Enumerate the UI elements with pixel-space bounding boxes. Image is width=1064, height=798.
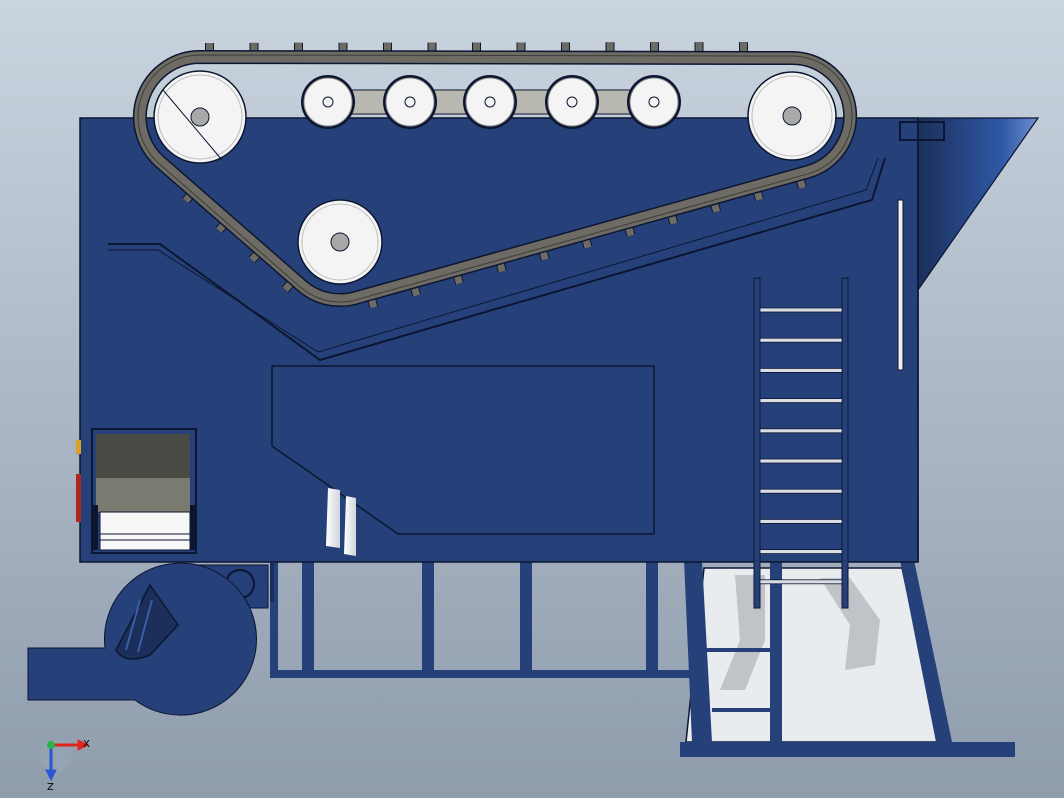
idler-roller bbox=[463, 75, 517, 129]
fan-housing-icon bbox=[27, 562, 269, 716]
drive-sprocket bbox=[153, 70, 247, 164]
triad-z-label: Z bbox=[47, 782, 54, 793]
ladder-rung bbox=[759, 428, 843, 434]
ladder-rung bbox=[759, 549, 843, 554]
tension-pulley bbox=[297, 199, 383, 285]
idler-roller bbox=[545, 75, 599, 129]
idler-roller bbox=[383, 75, 437, 129]
machine-body bbox=[76, 117, 1040, 602]
ladder-rung bbox=[759, 367, 843, 373]
ladder-rung bbox=[759, 398, 843, 404]
triad-x-label: X bbox=[83, 739, 90, 750]
idler-roller bbox=[301, 75, 355, 129]
conveyor-belt bbox=[134, 51, 856, 306]
idler-roller bbox=[627, 75, 681, 129]
sight-glass bbox=[326, 488, 340, 548]
support-frame bbox=[270, 560, 906, 678]
ladder-rung bbox=[759, 488, 843, 494]
conveyor-belt-line bbox=[137, 54, 853, 303]
access-panel bbox=[271, 365, 655, 535]
ladder-rung bbox=[759, 458, 843, 464]
ladder-rung bbox=[759, 337, 843, 343]
conveyor-track bbox=[132, 42, 858, 309]
ladder-rung bbox=[759, 579, 843, 585]
ladder-rung bbox=[759, 519, 843, 524]
ladder-rung bbox=[759, 307, 843, 313]
xyz-triad-icon: X Z bbox=[40, 739, 90, 793]
feed-hopper bbox=[91, 428, 197, 554]
tail-pulley bbox=[747, 71, 837, 161]
ladder-icon bbox=[753, 277, 849, 609]
